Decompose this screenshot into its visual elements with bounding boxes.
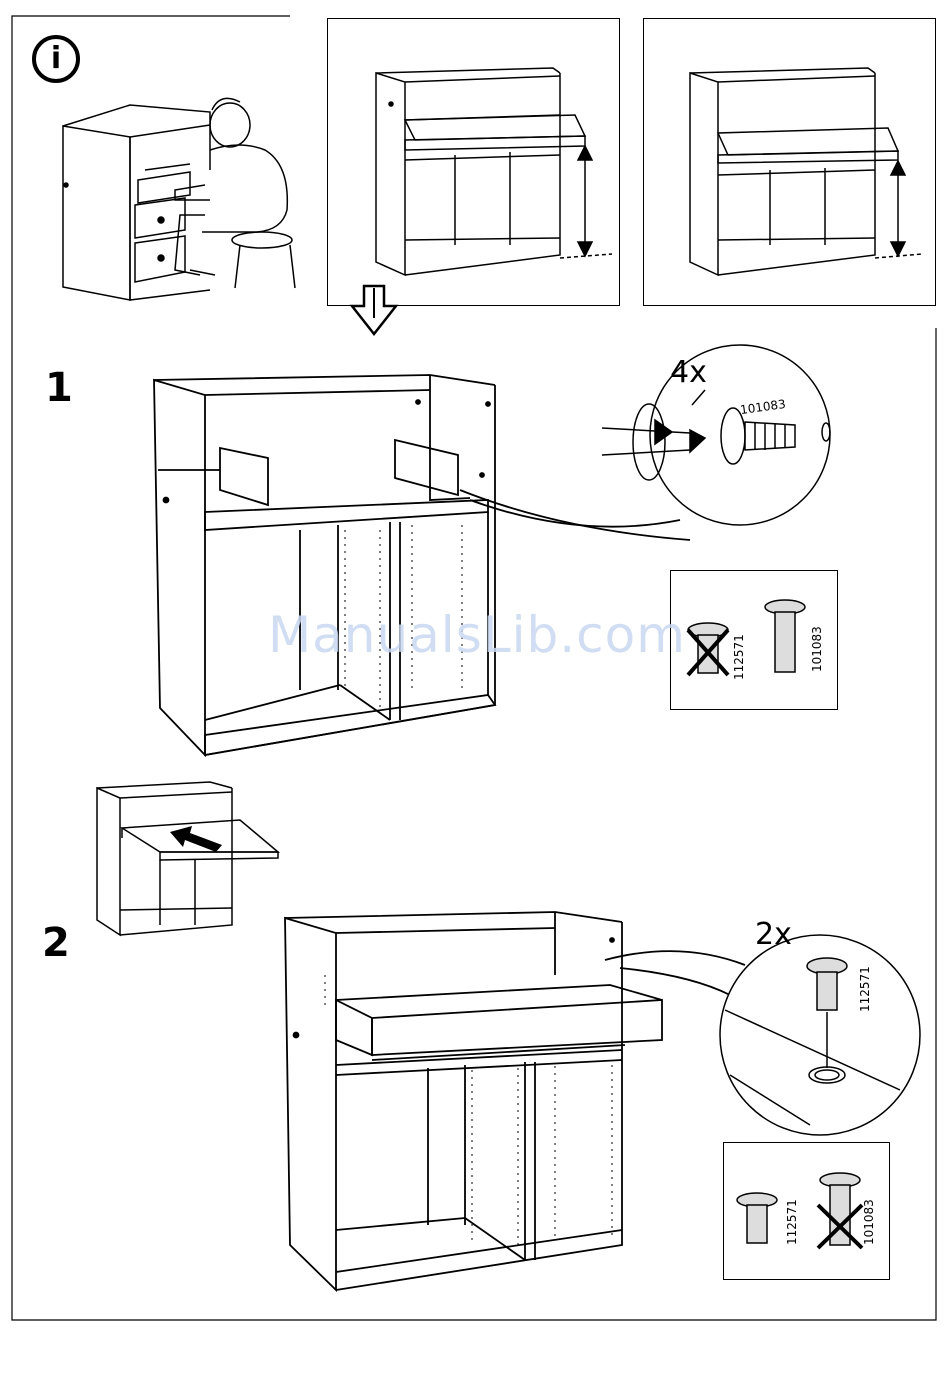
step2-wrong-part-label: 101083 xyxy=(862,1199,876,1245)
step2-right-part-label: 112571 xyxy=(785,1199,799,1245)
